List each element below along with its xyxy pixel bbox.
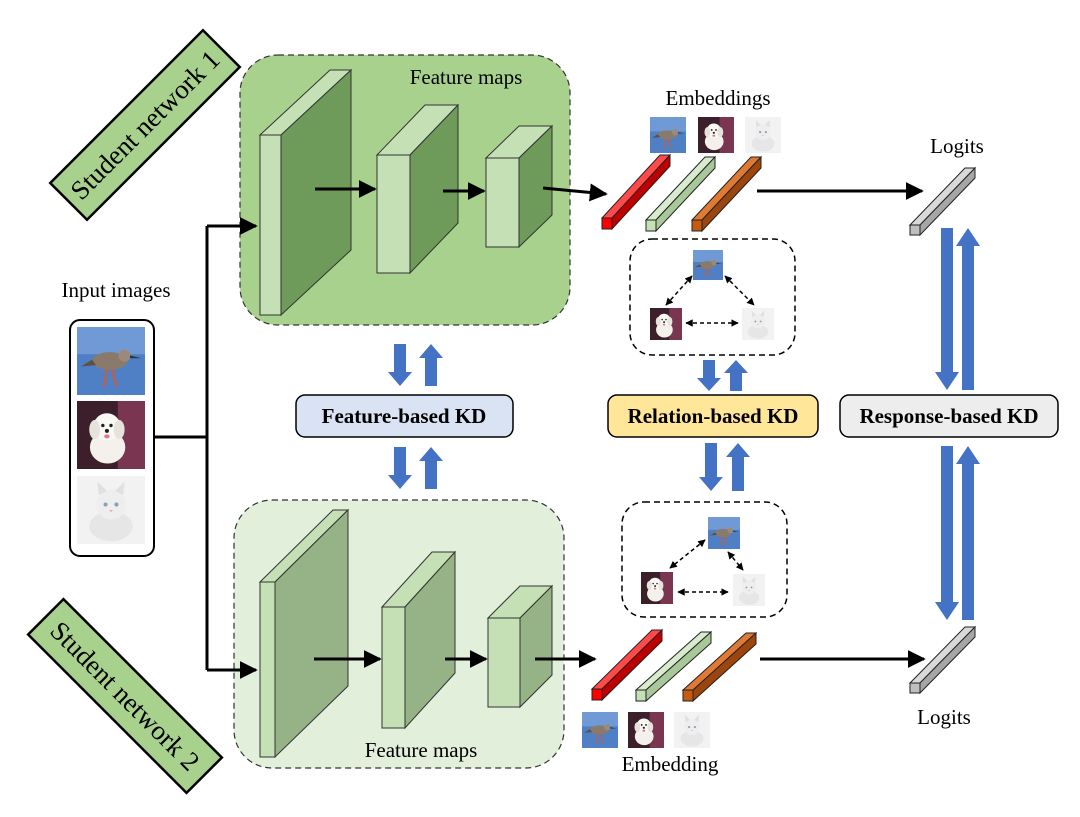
embeddings-label-top: Embeddings bbox=[666, 86, 771, 110]
input-connector bbox=[154, 217, 258, 679]
feature-maps-label-bottom: Feature maps bbox=[365, 738, 478, 762]
feature-block-top-1 bbox=[258, 68, 353, 317]
relation-bottom-bird-image bbox=[708, 517, 740, 549]
logits-bottom bbox=[908, 625, 977, 695]
embedding-label-bottom: Embedding bbox=[622, 752, 719, 776]
relation-kd-arrows-bottom bbox=[699, 443, 750, 491]
feature-block-bottom-3 bbox=[486, 584, 554, 709]
feature-kd-arrows-top bbox=[388, 344, 443, 386]
feature-kd-box bbox=[295, 394, 514, 438]
feature-block-top-2 bbox=[375, 103, 460, 275]
response-kd-label: Response-based KD bbox=[859, 404, 1038, 428]
embedding-top-orange bbox=[690, 155, 763, 233]
feature-block-bottom-1 bbox=[258, 508, 350, 759]
response-kd-arrows-top bbox=[935, 228, 980, 390]
embedding-top-bird-image bbox=[650, 117, 686, 153]
student-network-2-label: Student network 2 bbox=[26, 597, 224, 795]
embedding-top-dog-image bbox=[698, 117, 734, 153]
relation-top-cat-image bbox=[742, 308, 774, 340]
relation-kd-box bbox=[607, 394, 819, 438]
embedding-bottom-red bbox=[590, 628, 664, 702]
relation-kd-label: Relation-based KD bbox=[628, 404, 799, 428]
arrow-top-b3-embed bbox=[542, 183, 608, 202]
relation-bottom-dog-image bbox=[641, 572, 673, 604]
logits-top bbox=[908, 166, 977, 237]
feature-kd-label: Feature-based KD bbox=[322, 404, 487, 428]
feature-block-top-3 bbox=[484, 124, 554, 249]
relation-bottom-cat-image bbox=[733, 574, 765, 606]
embedding-bottom-green bbox=[634, 630, 713, 703]
logits-label-top: Logits bbox=[930, 134, 984, 158]
feature-maps-label-top: Feature maps bbox=[410, 65, 523, 89]
svg-text:Student network 2: Student network 2 bbox=[44, 615, 205, 776]
logits-label-bottom: Logits bbox=[917, 705, 971, 729]
embedding-bottom-dog-image bbox=[628, 712, 664, 748]
input-cat-image bbox=[77, 476, 145, 544]
embedding-bottom-cat-image bbox=[674, 712, 710, 748]
relation-top-dog-image bbox=[650, 308, 682, 340]
relation-top-bird-image bbox=[693, 250, 723, 280]
student-network-1-label: Student network 1 bbox=[48, 28, 242, 222]
relation-kd-arrows-top bbox=[697, 360, 748, 391]
relation-bottom-edges bbox=[669, 539, 744, 596]
embedding-top-red bbox=[600, 153, 672, 231]
svg-text:Student network 1: Student network 1 bbox=[64, 44, 225, 205]
input-images-label: Input images bbox=[61, 278, 170, 302]
feature-kd-arrows-bottom bbox=[388, 447, 443, 489]
input-dog-image bbox=[77, 401, 145, 469]
relation-top-edges bbox=[665, 275, 755, 327]
embedding-bottom-bird-image bbox=[582, 712, 618, 748]
response-kd-box bbox=[839, 394, 1059, 438]
embedding-top-cat-image bbox=[745, 117, 781, 153]
embedding-top-green bbox=[644, 155, 717, 233]
response-kd-arrows-bottom bbox=[935, 446, 980, 620]
input-bird-image bbox=[77, 327, 145, 395]
feature-block-bottom-2 bbox=[380, 550, 457, 730]
embedding-bottom-orange bbox=[681, 631, 758, 703]
